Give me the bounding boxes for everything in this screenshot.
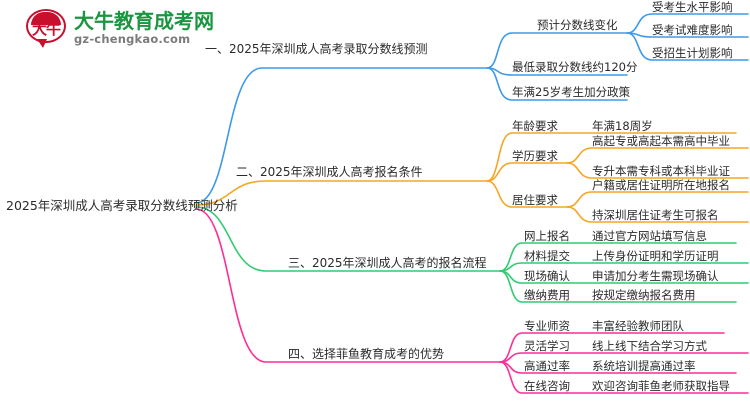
branch-node-1[interactable]: 一、2025年深圳成人高考录取分数线预测 — [205, 42, 428, 56]
branch-node-2[interactable]: 二、2025年深圳成人高考报名条件 — [236, 165, 423, 179]
leaf-4-3-1[interactable]: 系统培训提高通过率 — [592, 359, 696, 373]
subnode-1-1[interactable]: 预计分数线变化 — [537, 18, 618, 32]
subnode-3-2[interactable]: 材料提交 — [524, 249, 570, 263]
subnode-4-4[interactable]: 在线咨询 — [524, 379, 570, 393]
leaf-4-2-1[interactable]: 线上线下结合学习方式 — [592, 339, 707, 353]
logo-domain: gz-chengkao.com — [74, 31, 191, 46]
subnode-1-3[interactable]: 年满25岁考生加分政策 — [512, 85, 631, 99]
leaf-4-4-1[interactable]: 欢迎咨询菲鱼老师获取指导 — [592, 379, 730, 393]
subnode-3-1[interactable]: 网上报名 — [524, 229, 570, 243]
subnode-2-1[interactable]: 年龄要求 — [512, 119, 558, 133]
logo-text-block: 大牛教育成考网 gz-chengkao.com — [74, 11, 214, 46]
leaf-3-3-1[interactable]: 申请加分考生需现场确认 — [592, 269, 719, 283]
leaf-2-3-2[interactable]: 持深圳居住证考生可报名 — [592, 208, 719, 222]
subnode-4-1[interactable]: 专业师资 — [524, 319, 570, 333]
leaf-2-1-1[interactable]: 年满18周岁 — [592, 119, 653, 133]
leaf-1-1-3[interactable]: 受招生计划影响 — [652, 46, 733, 60]
leaf-4-1-1[interactable]: 丰富经验教师团队 — [592, 319, 684, 333]
leaf-1-1-2[interactable]: 受考试难度影响 — [652, 23, 733, 37]
branch-node-3[interactable]: 三、2025年深圳成人高考的报名流程 — [288, 256, 487, 270]
leaf-3-4-1[interactable]: 按规定缴纳报名费用 — [592, 288, 696, 302]
leaf-3-1-1[interactable]: 通过官方网站填写信息 — [592, 229, 707, 243]
leaf-2-2-2[interactable]: 专升本需专科或本科毕业证 — [592, 164, 730, 178]
root-node[interactable]: 2025年深圳成人高考录取分数线预测分析 — [6, 198, 238, 213]
subnode-4-3[interactable]: 高通过率 — [524, 359, 570, 373]
site-logo: 大牛 大牛教育成考网 gz-chengkao.com — [26, 8, 214, 48]
logo-bubble-icon: 大牛 — [26, 8, 68, 48]
leaf-1-1-1[interactable]: 受考生水平影响 — [652, 0, 733, 14]
subnode-1-2[interactable]: 最低录取分数线约120分 — [512, 60, 638, 74]
logo-mark-text: 大牛 — [31, 20, 61, 38]
subnode-2-2[interactable]: 学历要求 — [512, 149, 558, 163]
subnode-4-2[interactable]: 灵活学习 — [524, 339, 570, 353]
leaf-2-3-1[interactable]: 户籍或居住证明所在地报名 — [592, 178, 730, 192]
leaf-3-2-1[interactable]: 上传身份证明和学历证明 — [592, 249, 719, 263]
subnode-3-4[interactable]: 缴纳费用 — [524, 288, 570, 302]
logo-title: 大牛教育成考网 — [74, 8, 214, 33]
branch-node-4[interactable]: 四、选择菲鱼教育成考的优势 — [288, 347, 445, 361]
leaf-2-2-1[interactable]: 高起专或高起本需高中毕业 — [592, 134, 730, 148]
subnode-2-3[interactable]: 居住要求 — [512, 193, 558, 207]
subnode-3-3[interactable]: 现场确认 — [524, 269, 570, 283]
logo-cap-shape — [31, 12, 61, 25]
